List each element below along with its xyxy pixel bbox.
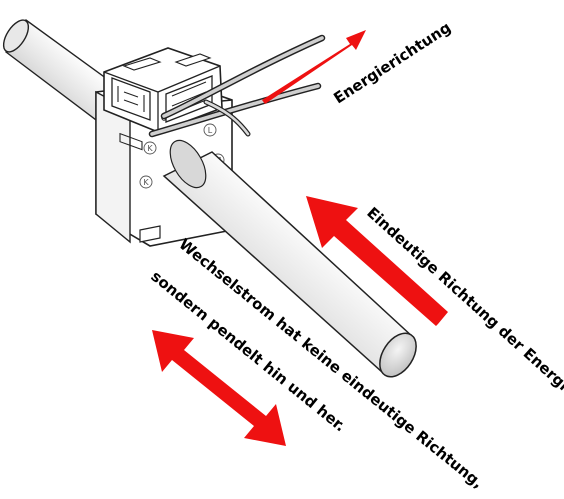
energy-direction-arrow bbox=[262, 30, 366, 104]
terminal-slot-left bbox=[111, 77, 151, 151]
unique-direction-arrow bbox=[306, 196, 448, 326]
label-energy-direction: Energierichtung bbox=[330, 18, 454, 107]
terminal-mark-k-lower: K bbox=[143, 178, 149, 187]
terminal-mark-k-upper: K bbox=[147, 144, 153, 153]
terminal-mark-l-upper: L bbox=[208, 126, 213, 135]
conductor-rod-front bbox=[162, 139, 417, 378]
secondary-wires bbox=[148, 34, 326, 138]
alternating-current-double-arrow bbox=[152, 330, 286, 446]
